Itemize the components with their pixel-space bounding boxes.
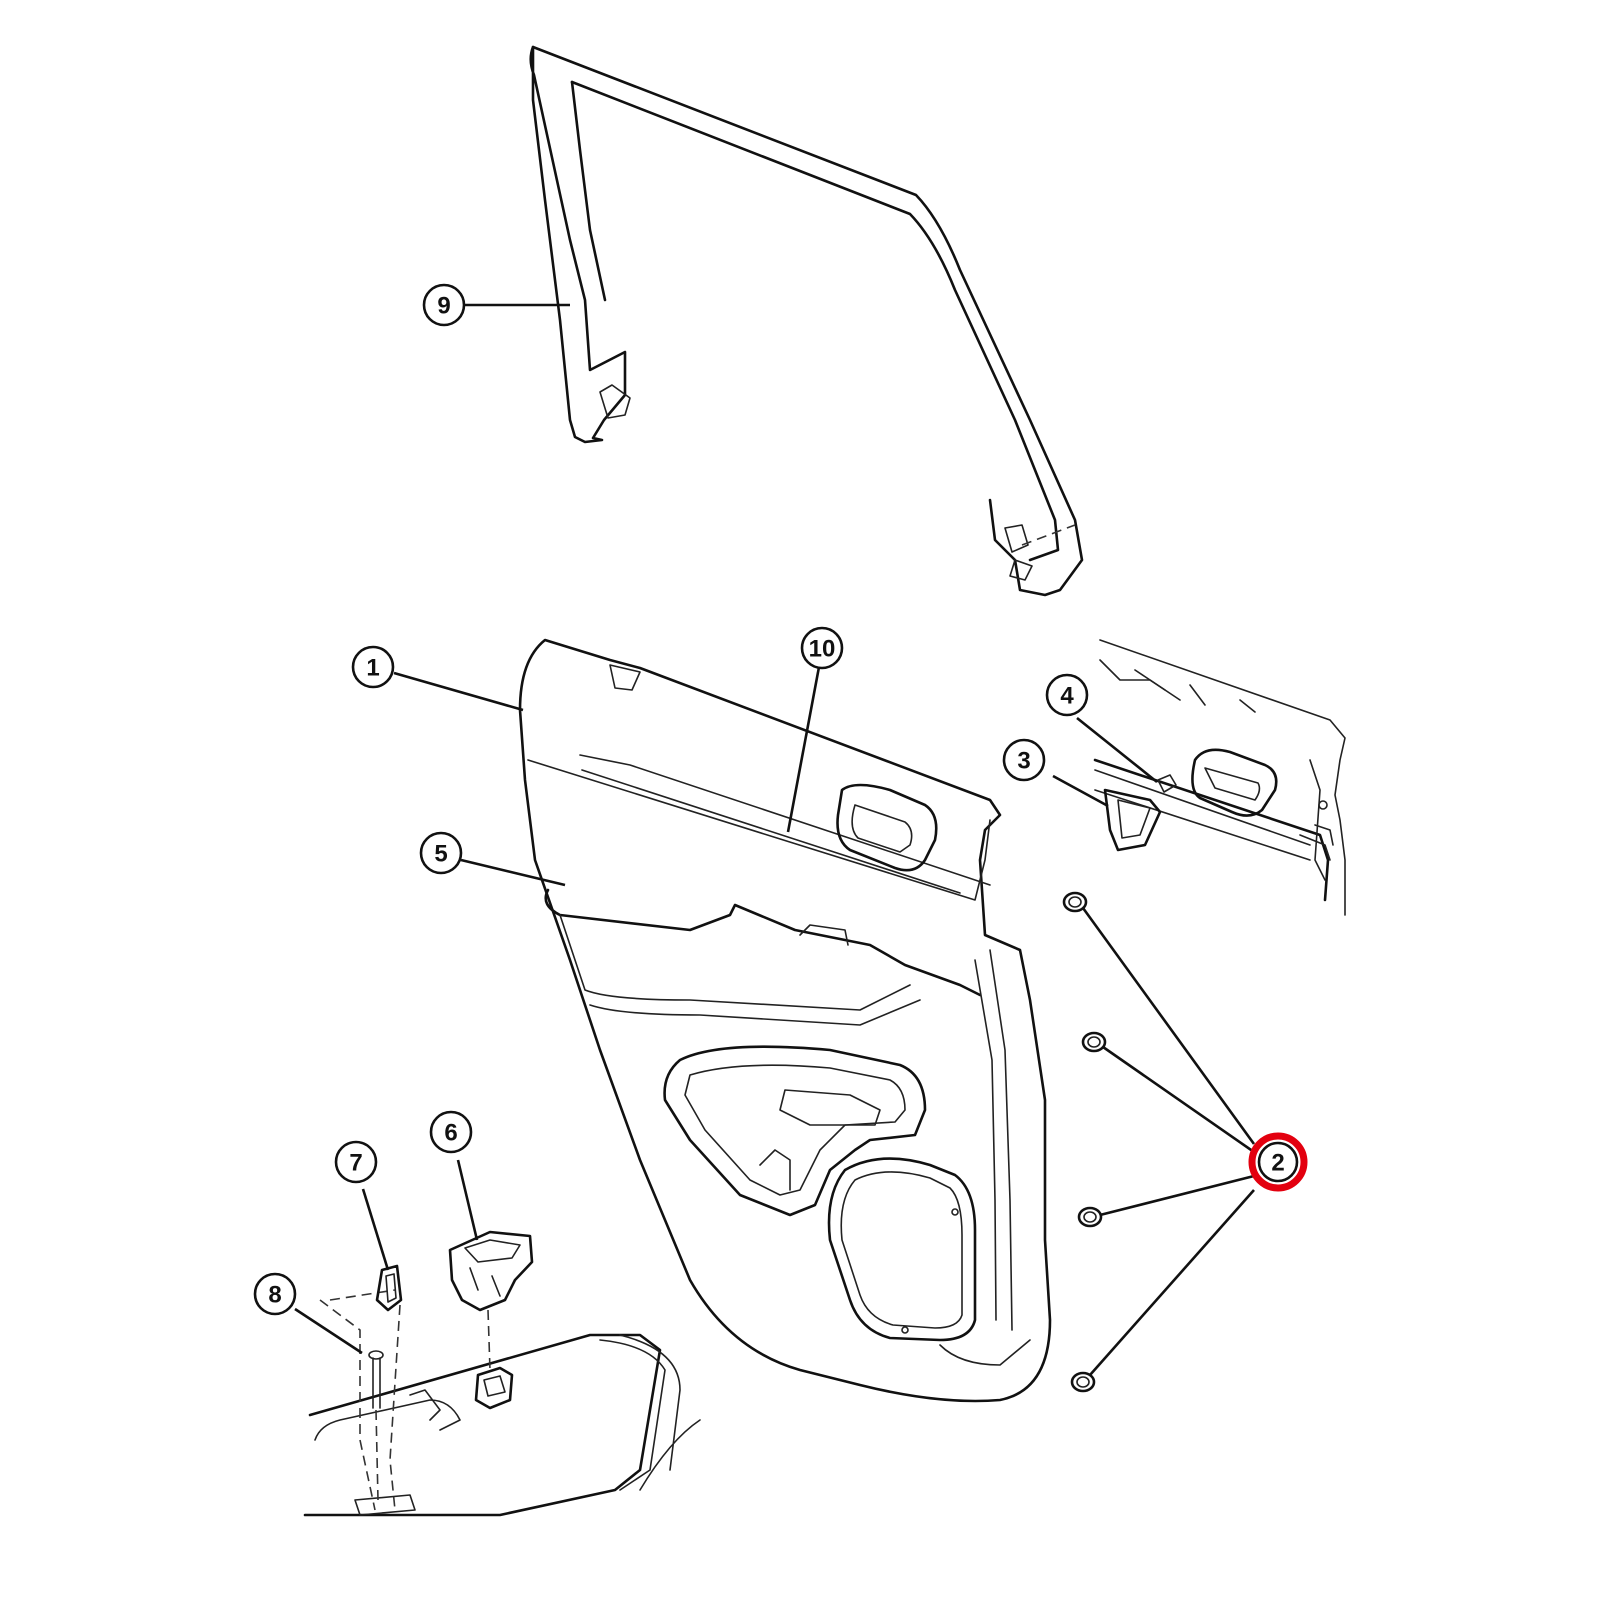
- callout-7[interactable]: 7: [334, 1140, 378, 1184]
- retainer-nut: [1070, 1371, 1096, 1393]
- callout-2-highlight-ring: [1248, 1132, 1308, 1192]
- leader-5: [460, 858, 566, 887]
- callout-3[interactable]: 3: [1002, 738, 1046, 782]
- leader-4: [1076, 716, 1158, 784]
- leader-2c: [1099, 1174, 1255, 1217]
- callout-10[interactable]: 10: [800, 626, 844, 670]
- callout-9[interactable]: 9: [422, 283, 466, 327]
- leader-10: [786, 666, 821, 833]
- callout-6-label: 6: [444, 1120, 457, 1147]
- callout-9-label: 9: [437, 293, 450, 320]
- leader-7: [361, 1188, 390, 1271]
- callout-3-label: 3: [1017, 748, 1030, 775]
- leader-2a: [1081, 907, 1256, 1145]
- leader-2d: [1089, 1189, 1255, 1376]
- callout-10-label: 10: [809, 636, 836, 663]
- door-trim-panel: [518, 638, 1052, 1403]
- callout-4[interactable]: 4: [1045, 673, 1089, 717]
- leader-8: [294, 1307, 363, 1355]
- callout-2[interactable]: 2: [1248, 1132, 1308, 1192]
- callout-8-label: 8: [268, 1282, 281, 1309]
- retainer-nut: [1062, 891, 1088, 913]
- callout-1[interactable]: 1: [351, 645, 395, 689]
- leader-1: [393, 671, 524, 712]
- callout-4-label: 4: [1060, 683, 1074, 710]
- window-frame-trim: [529, 45, 1084, 597]
- leader-2b: [1102, 1045, 1255, 1154]
- leader-3: [1052, 774, 1109, 808]
- callout-7-label: 7: [349, 1150, 362, 1177]
- callout-2-label: 2: [1271, 1150, 1284, 1177]
- retainer-nut: [1081, 1031, 1107, 1053]
- handle-bezel-inset: [1093, 639, 1346, 916]
- callout-1-label: 1: [366, 655, 379, 682]
- callout-6[interactable]: 6: [429, 1110, 473, 1154]
- callout-5-label: 5: [434, 841, 447, 868]
- retainer-nut: [1077, 1206, 1103, 1228]
- callout-8[interactable]: 8: [253, 1272, 297, 1316]
- leader-6: [456, 1159, 479, 1241]
- callout-5[interactable]: 5: [419, 831, 463, 875]
- leader-lines: [294, 303, 1256, 1376]
- switch-bezel-detail: [303, 1230, 701, 1517]
- retainer-nuts: [1062, 891, 1107, 1393]
